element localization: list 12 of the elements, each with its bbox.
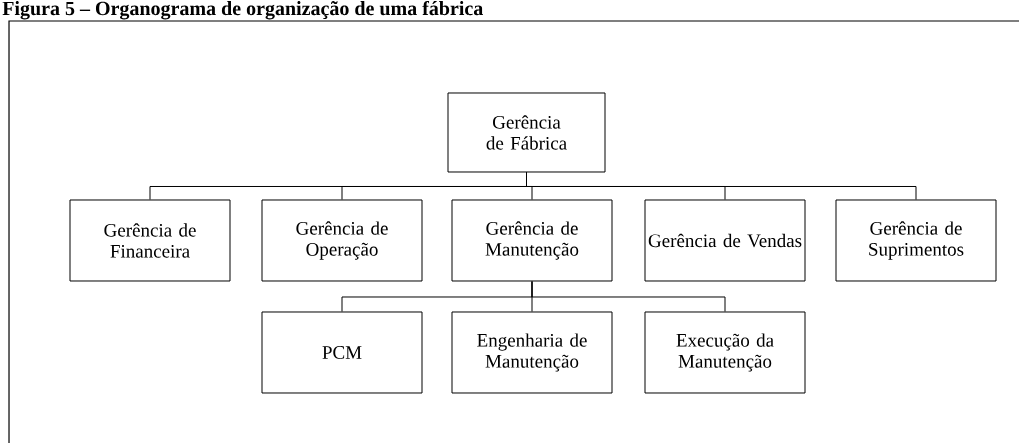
connector-line xyxy=(531,281,726,312)
org-box: Gerência de Fábrica xyxy=(447,92,606,173)
figure-title: Figura 5 – Organograma de organização de uma fábrica xyxy=(2,0,483,20)
org-box: Gerência de Operação xyxy=(261,199,423,282)
org-box: PCM xyxy=(261,311,423,394)
org-box: Execução da Manutenção xyxy=(644,311,806,394)
connector-line xyxy=(526,172,917,200)
org-box: Gerência de Manutenção xyxy=(451,199,613,282)
org-box: Gerência de Suprimentos xyxy=(835,199,997,282)
org-box: Gerência de Vendas xyxy=(644,199,806,282)
org-box: Engenharia de Manutenção xyxy=(451,311,613,394)
org-box: Gerência de Financeira xyxy=(69,199,231,282)
